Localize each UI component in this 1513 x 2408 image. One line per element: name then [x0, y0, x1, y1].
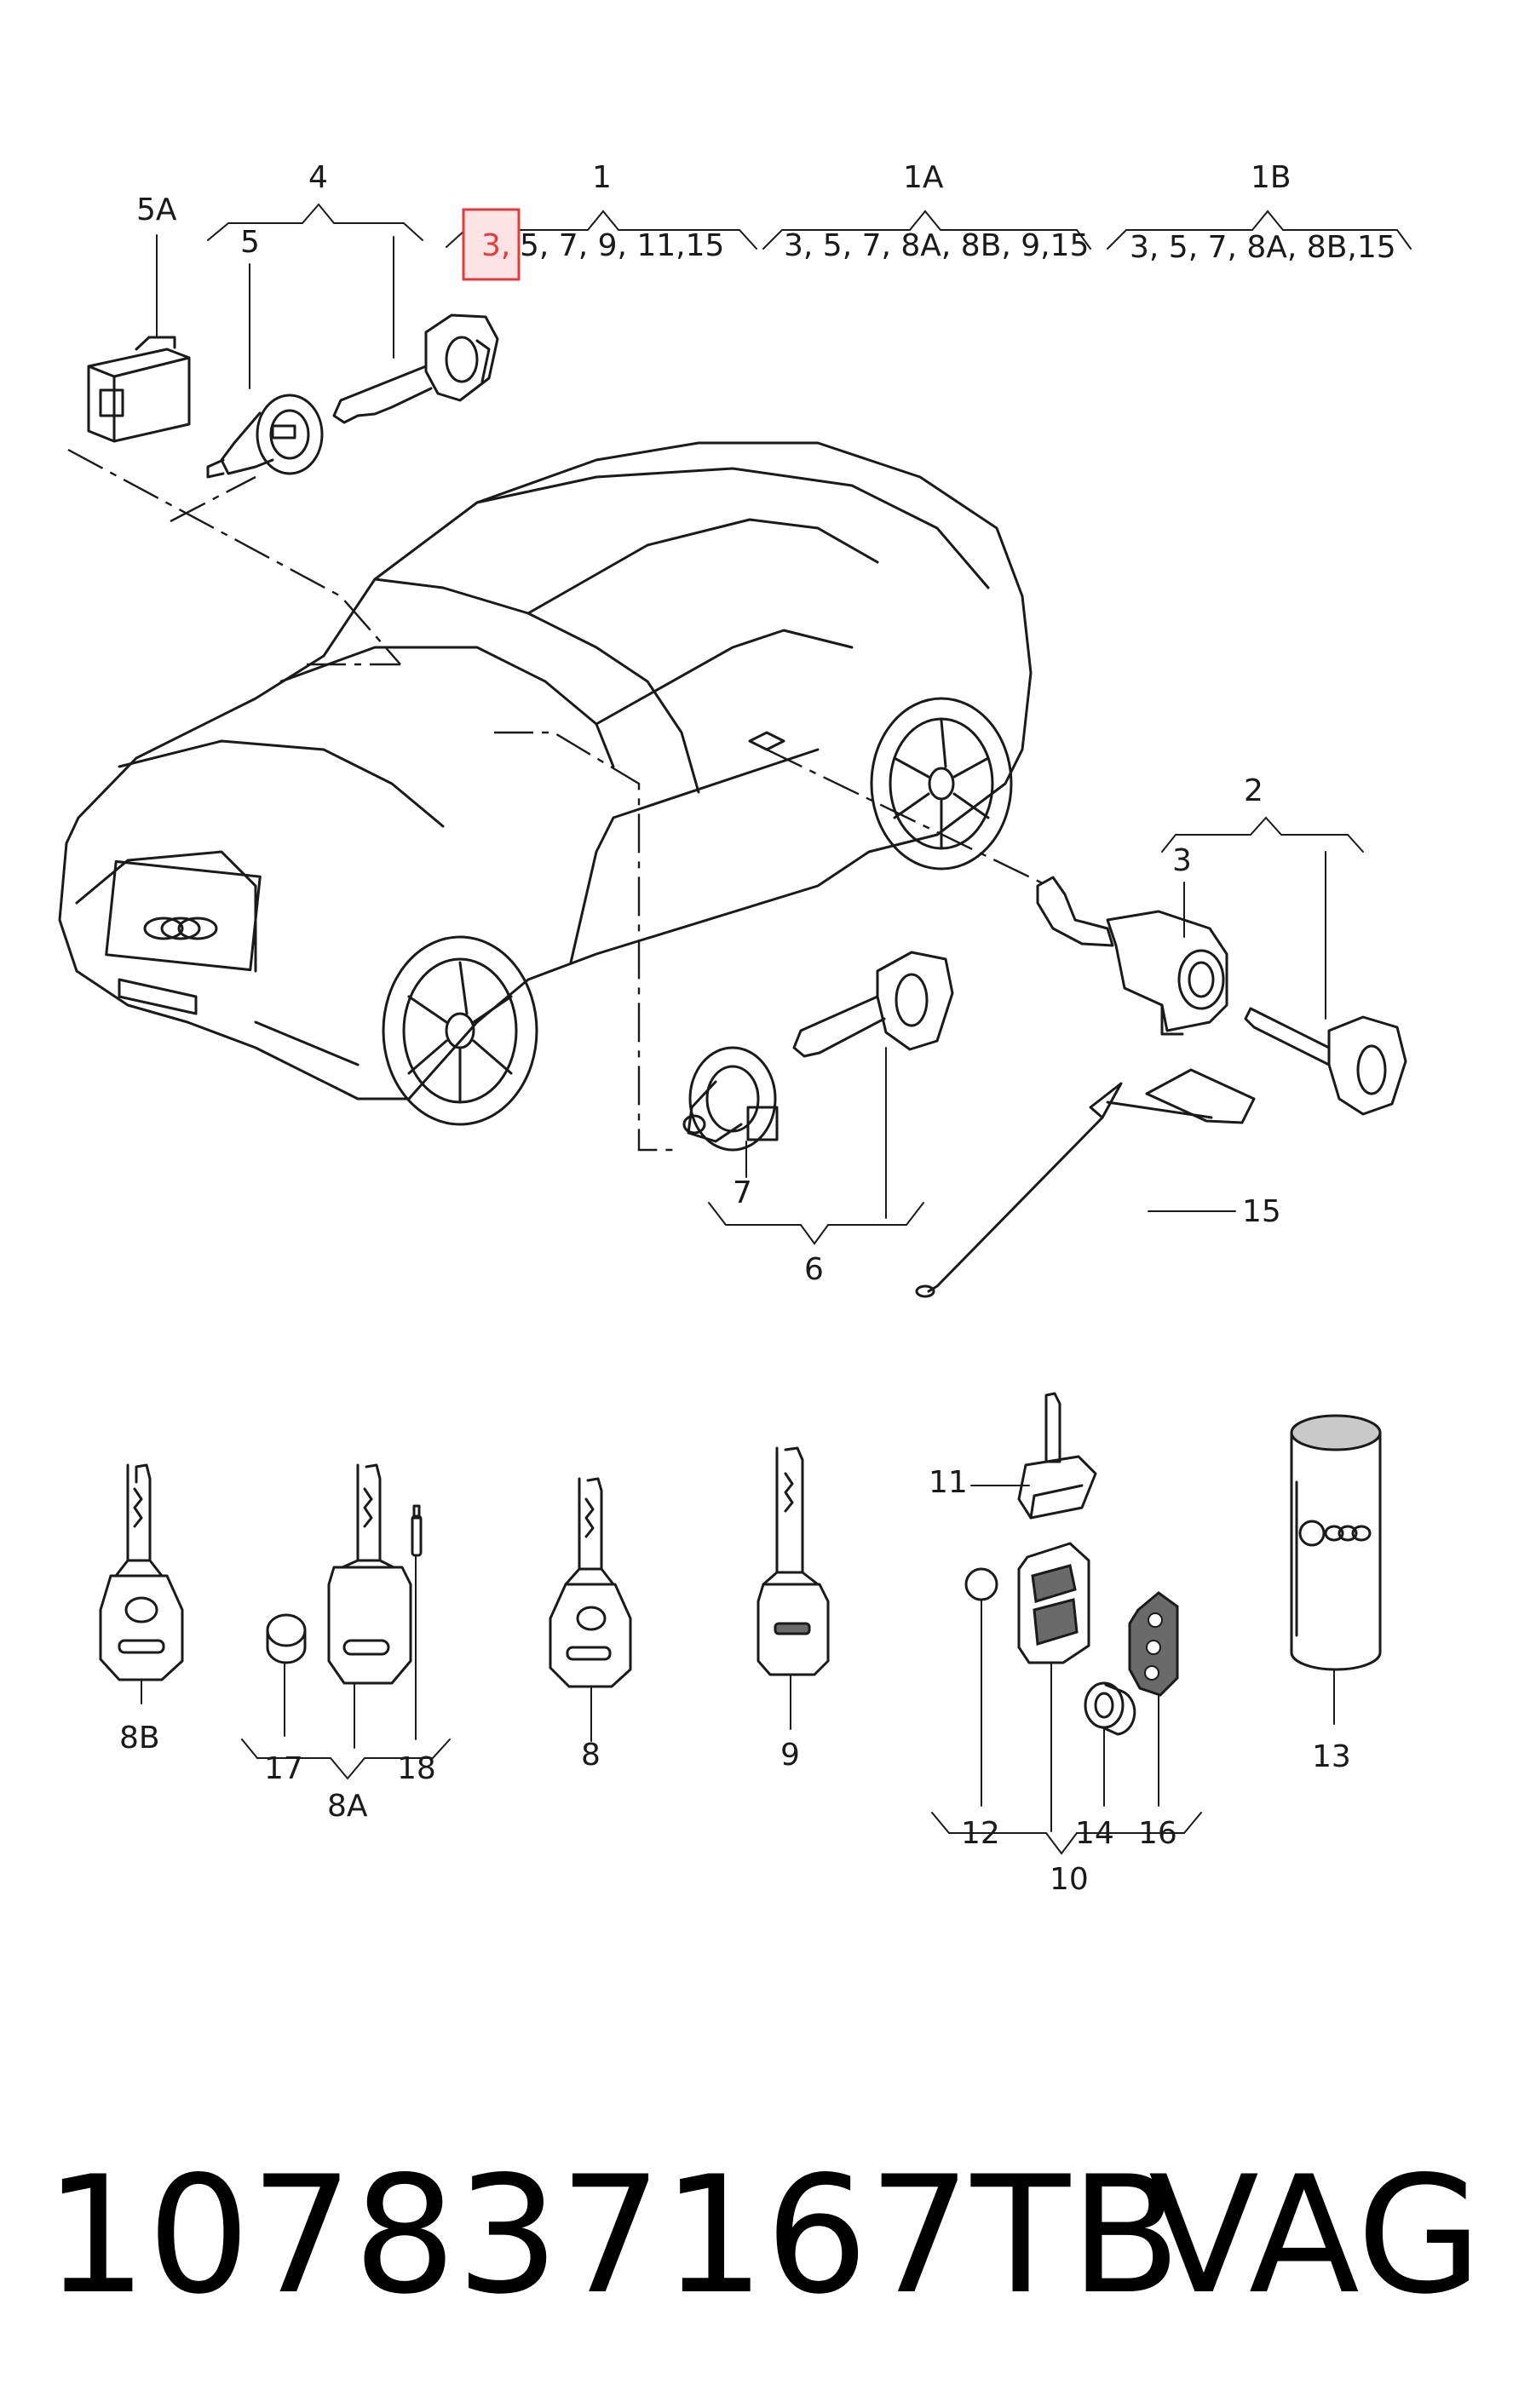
part-5A-switch: 5A — [87, 193, 191, 443]
part-3-door-lock: 3 — [1036, 843, 1228, 1036]
part-8A-key — [327, 1463, 412, 1749]
callout-5: 5 — [240, 225, 260, 260]
part-4-key — [332, 236, 499, 424]
part-8B-key: 8B — [99, 1463, 184, 1756]
group-1-members: 5, 7, 9, 11,15 — [520, 228, 724, 263]
callout-8B: 8B — [119, 1721, 160, 1756]
group-label-1: 1 — [592, 160, 612, 195]
group-label-1B: 1B — [1251, 160, 1292, 195]
callout-3: 3 — [1172, 843, 1192, 878]
part-6-key — [792, 951, 954, 1219]
group-bracket-6: 6 — [708, 1202, 924, 1287]
group-label-4: 4 — [308, 160, 328, 195]
part-12-cell: 12 — [961, 1567, 1000, 1851]
group-bracket-1A: 1A 3, 5, 7, 8A, 8B, 9,15 — [762, 160, 1091, 263]
group-bracket-1B: 1B 3, 5, 7, 8A, 8B,15 — [1107, 160, 1412, 265]
group-bracket-8A: 8A — [241, 1738, 451, 1824]
callout-17: 17 — [264, 1751, 303, 1786]
part-17-battery: 17 — [264, 1613, 307, 1786]
group-bracket-1: 1 3, 5, 7, 9, 11,15 — [446, 160, 757, 281]
group-label-6: 6 — [804, 1252, 824, 1287]
group-1A-members: 3, 5, 7, 8A, 8B, 9,15 — [784, 228, 1089, 263]
highlight-box — [462, 208, 521, 281]
part-13-canister: 13 — [1290, 1414, 1382, 1774]
callout-13: 13 — [1312, 1739, 1351, 1774]
group-1-member-highlighted: 3, — [481, 228, 510, 263]
part-16-button-pad: 16 — [1128, 1591, 1179, 1851]
car-body — [58, 441, 1033, 1126]
part-10-remote — [1017, 1542, 1090, 1832]
leader-lines — [67, 448, 1049, 1152]
group-bracket-2: 2 — [1161, 773, 1364, 853]
part-11-blade: 11 — [929, 1392, 1097, 1520]
part-15-tag: 15 — [915, 1068, 1281, 1298]
group-bracket-4: 4 — [207, 160, 423, 241]
callout-7: 7 — [733, 1175, 752, 1210]
part-number: 107837167TB — [44, 2141, 1182, 2330]
part-18-pin: 18 — [397, 1504, 436, 1786]
group-label-10: 10 — [1050, 1862, 1089, 1897]
group-1B-members: 3, 5, 7, 8A, 8B,15 — [1130, 230, 1396, 265]
callout-8: 8 — [581, 1738, 601, 1773]
callout-5A: 5A — [136, 193, 177, 227]
group-bracket-10: 10 — [931, 1812, 1202, 1897]
group-label-8A: 8A — [327, 1789, 368, 1824]
part-2-key — [1244, 851, 1407, 1116]
callout-15: 15 — [1242, 1194, 1281, 1229]
group-label-1A: 1A — [903, 160, 944, 195]
part-8-key: 8 — [549, 1477, 632, 1773]
group-label-2: 2 — [1244, 773, 1263, 808]
callout-18: 18 — [397, 1751, 436, 1786]
part-7-lock: 7 — [682, 1046, 779, 1210]
callout-11: 11 — [929, 1465, 968, 1500]
part-9-key: 9 — [756, 1446, 830, 1773]
part-14-grommet: 14 — [1075, 1681, 1136, 1851]
part-5-lock-cylinder: 5 — [206, 225, 324, 479]
callout-9: 9 — [780, 1738, 800, 1773]
brand-label: VAG — [1148, 2141, 1482, 2330]
